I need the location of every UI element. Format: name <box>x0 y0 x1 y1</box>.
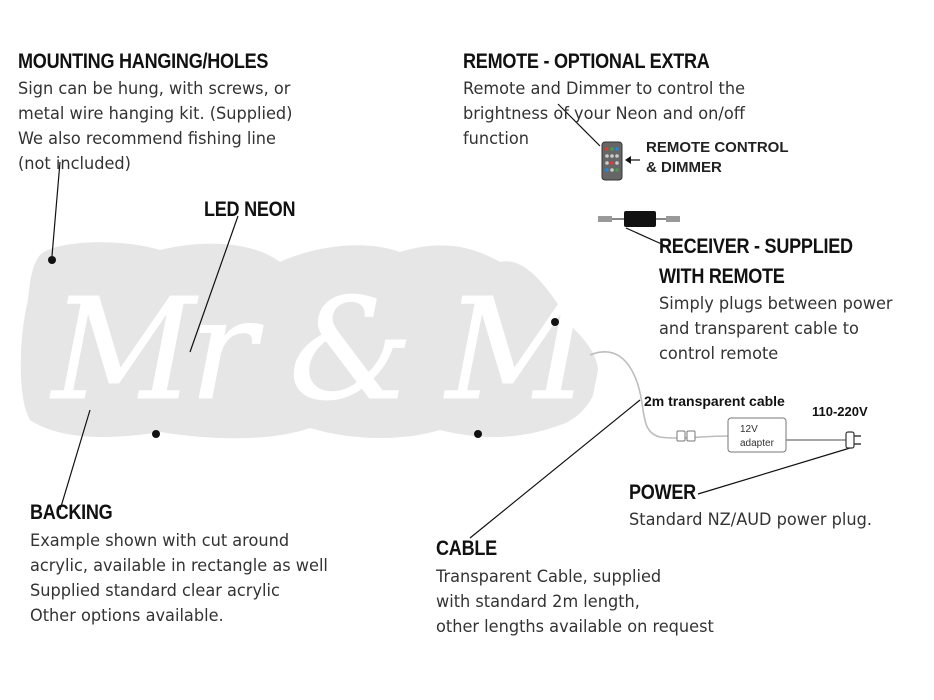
remote-title: REMOTE - OPTIONAL EXTRA <box>463 50 710 73</box>
mounting-description: Sign can be hung, with screws, or metal … <box>18 77 292 177</box>
remote-control-icon <box>601 141 623 181</box>
cable-line: other lengths available on request <box>436 617 714 637</box>
led-neon-title: LED NEON <box>204 198 296 221</box>
backing-line: Example shown with cut around <box>30 531 290 551</box>
receiver-title-line-2: WITH REMOTE <box>659 265 785 288</box>
backing-title: BACKING <box>30 501 113 524</box>
acrylic-backing <box>20 242 599 439</box>
adapter-box <box>727 417 787 453</box>
leader-line-remote <box>557 103 601 147</box>
leader-line-led-neon <box>189 215 239 353</box>
arrow-head-icon <box>625 156 631 164</box>
adapter-voltage-label: 12V <box>740 424 758 435</box>
mounting-hole <box>474 430 482 438</box>
power-title: POWER <box>629 481 696 504</box>
backing-line: acrylic, available in rectangle as well <box>30 556 328 576</box>
receiver-description: Simply plugs between power and transpare… <box>659 292 893 367</box>
remote-dimmer-label: & DIMMER <box>646 159 722 176</box>
receiver-line: and transparent cable to <box>659 319 859 339</box>
remote-line: Remote and Dimmer to control the <box>463 79 746 99</box>
receiver-title-line-1: RECEIVER - SUPPLIED <box>659 235 853 258</box>
mounting-line: metal wire hanging kit. (Supplied) <box>18 104 293 124</box>
leader-line-cable <box>469 399 641 539</box>
backing-line: Other options available. <box>30 606 224 626</box>
cable-description: Transparent Cable, supplied with standar… <box>436 565 714 640</box>
leader-line-receiver <box>625 227 667 247</box>
receiver-line: control remote <box>659 344 779 364</box>
power-plug-icon <box>845 431 861 449</box>
voltage-label: 110-220V <box>812 404 868 419</box>
cable-line: with standard 2m length, <box>436 592 640 612</box>
cable-title: CABLE <box>436 537 497 560</box>
mounting-line: (not included) <box>18 154 131 174</box>
receiver-line: Simply plugs between power <box>659 294 893 314</box>
adapter-label: adapter <box>740 438 775 449</box>
mounting-title: MOUNTING HANGING/HOLES <box>18 50 269 73</box>
power-line: Standard NZ/AUD power plug. <box>629 510 873 530</box>
backing-line: Supplied standard clear acrylic <box>30 581 280 601</box>
mounting-hole <box>48 256 56 264</box>
remote-control-label: REMOTE CONTROL <box>646 139 789 156</box>
leader-line-power <box>697 447 851 495</box>
mounting-line: We also recommend fishing line <box>18 129 276 149</box>
leader-line-mounting <box>51 161 61 257</box>
mounting-hole <box>551 318 559 326</box>
mounting-line: Sign can be hung, with screws, or <box>18 79 291 99</box>
receiver-icon <box>598 211 680 227</box>
cable-line: Transparent Cable, supplied <box>436 567 662 587</box>
mounting-hole <box>152 430 160 438</box>
neon-sign-text: Mr & Mrs <box>49 269 712 432</box>
remote-description: Remote and Dimmer to control the brightn… <box>463 77 745 152</box>
remote-line: function <box>463 129 529 149</box>
cable-connector-icon <box>676 430 696 442</box>
cable-length-label: 2m transparent cable <box>644 393 785 409</box>
leader-line-backing <box>59 409 91 511</box>
backing-description: Example shown with cut around acrylic, a… <box>30 529 328 629</box>
remote-line: brightness of your Neon and on/off <box>463 104 745 124</box>
power-description: Standard NZ/AUD power plug. <box>629 508 872 533</box>
